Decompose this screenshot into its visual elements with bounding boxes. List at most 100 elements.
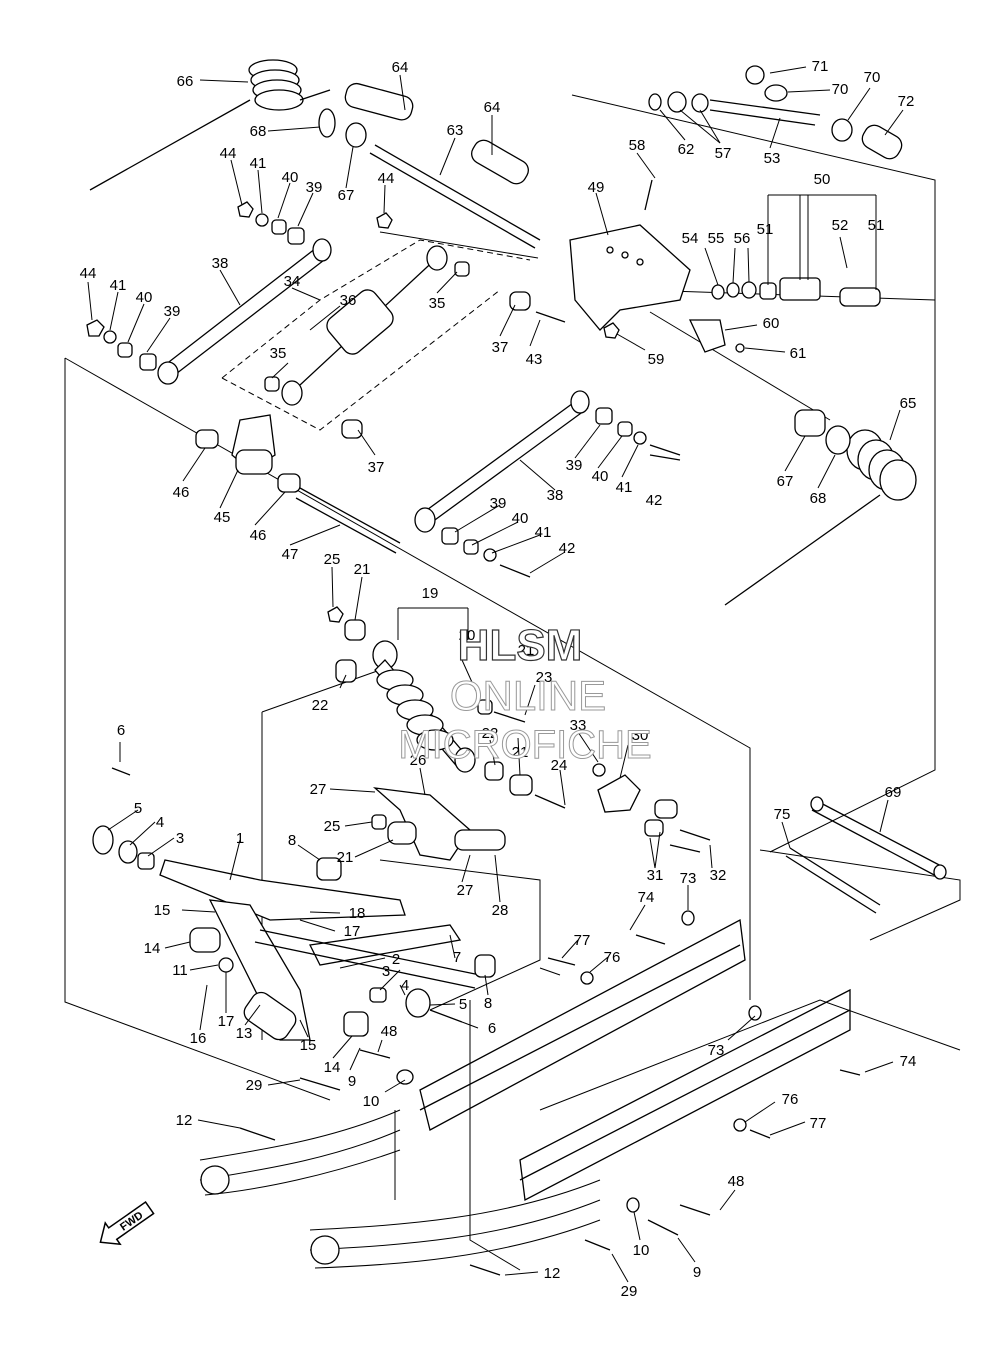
callout-35: 35 [429,295,446,312]
callout-40: 40 [136,289,153,306]
callout-27: 27 [310,781,327,798]
callout-29: 29 [621,1283,638,1300]
callout-4: 4 [401,977,409,994]
callout-46: 46 [250,527,267,544]
callout-18: 18 [349,905,366,922]
callout-labels: 6664686463674441403944584938343644414039… [80,58,917,1300]
callout-7: 7 [453,949,461,966]
callout-51: 51 [868,217,885,234]
callout-40: 40 [282,169,299,186]
callout-27: 27 [457,882,474,899]
callout-41: 41 [110,277,127,294]
plate-30 [597,774,641,813]
slide-rail-upper [419,918,746,1131]
slide-rail-lower [519,988,851,1202]
callout-24: 24 [551,757,568,774]
callout-37: 37 [492,339,509,356]
callout-50: 50 [814,171,831,188]
callout-76: 76 [604,949,621,966]
callout-34: 34 [284,273,301,290]
callout-57: 57 [715,145,732,162]
callout-8: 8 [484,995,492,1012]
callout-43: 43 [526,351,543,368]
callout-21: 21 [354,561,371,578]
callout-30: 30 [632,727,649,744]
callout-12: 12 [544,1265,561,1282]
arm-15 [208,899,311,1041]
callout-44: 44 [378,170,395,187]
callout-25: 25 [324,551,341,568]
washer-68-right [825,425,851,455]
callout-35: 35 [270,345,287,362]
watermark: HLSM ONLINE MICROFICHE [398,620,652,767]
callout-3: 3 [382,963,390,980]
callout-64: 64 [484,99,501,116]
callout-60: 60 [763,315,780,332]
callout-6: 6 [117,722,125,739]
callout-70: 70 [864,69,881,86]
callout-58: 58 [629,137,646,154]
callout-36: 36 [340,292,357,309]
callout-22: 22 [482,725,499,742]
callout-23: 23 [536,669,553,686]
callout-53: 53 [764,150,781,167]
callout-39: 39 [164,303,181,320]
callout-70: 70 [832,81,849,98]
callout-72: 72 [898,93,915,110]
callout-14: 14 [324,1059,341,1076]
parts-drawing [86,59,947,1276]
callout-67: 67 [338,187,355,204]
callout-21: 21 [518,642,535,659]
callout-45: 45 [214,509,231,526]
callout-15: 15 [154,902,171,919]
callout-71: 71 [812,58,829,75]
callout-32: 32 [710,867,727,884]
shock-36 [281,245,448,406]
bracket-49 [569,224,691,331]
cam-60 [688,319,726,353]
callout-3: 3 [176,830,184,847]
callout-76: 76 [782,1091,799,1108]
callout-10: 10 [363,1093,380,1110]
washer-68 [318,108,336,138]
callout-40: 40 [592,468,609,485]
rail-runner-right [309,1179,601,1269]
collar-64 [344,82,414,121]
callout-62: 62 [678,141,695,158]
watermark-line2: ONLINE [450,672,606,719]
callout-37: 37 [368,459,385,476]
callout-5: 5 [134,800,142,817]
callout-41: 41 [535,524,552,541]
callout-8: 8 [288,832,296,849]
callout-5: 5 [459,996,467,1013]
callout-74: 74 [900,1053,917,1070]
callout-12: 12 [176,1112,193,1129]
callout-13: 13 [236,1025,253,1042]
shock-subassembly-box [221,239,531,431]
callout-28: 28 [492,902,509,919]
callout-51: 51 [757,221,774,238]
callout-48: 48 [728,1173,745,1190]
callout-74: 74 [638,889,655,906]
callout-40: 40 [512,510,529,527]
callout-4: 4 [156,814,164,831]
callout-25: 25 [324,818,341,835]
callout-59: 59 [648,351,665,368]
callout-14: 14 [144,940,161,957]
callout-19: 19 [422,585,439,602]
callout-49: 49 [588,179,605,196]
callout-46: 46 [173,484,190,501]
rear-shock-19 [372,640,476,773]
callout-65: 65 [900,395,917,412]
callout-38: 38 [212,255,229,272]
callout-38: 38 [547,487,564,504]
torsion-spring-left [89,59,331,191]
callout-6: 6 [488,1020,496,1037]
callout-31: 31 [647,867,664,884]
callout-68: 68 [810,490,827,507]
callout-42: 42 [646,492,663,509]
callout-77: 77 [810,1115,827,1132]
callout-9: 9 [348,1073,356,1090]
callout-17: 17 [218,1013,235,1030]
callout-44: 44 [80,265,97,282]
